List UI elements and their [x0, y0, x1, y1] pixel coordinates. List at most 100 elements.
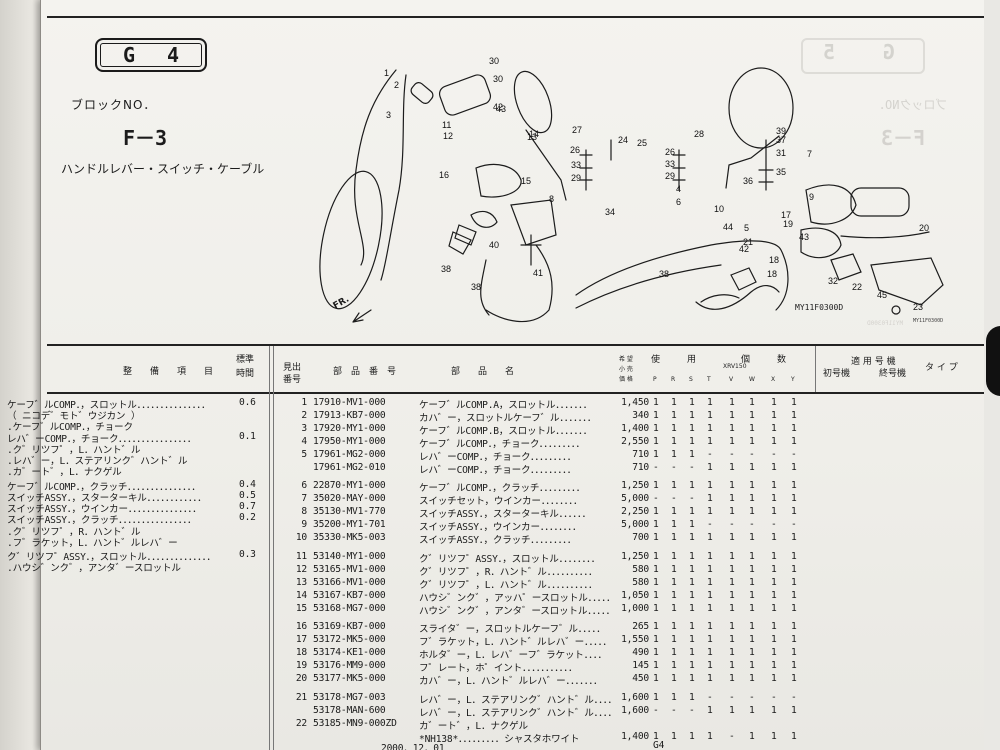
- part-qty-p: 1: [653, 448, 659, 460]
- part-qty-p: 1: [653, 435, 659, 447]
- work-item-time: 0.3: [239, 549, 256, 561]
- part-qty-y: 1: [791, 647, 797, 659]
- part-price: 145: [632, 660, 649, 672]
- part-price: 1,600: [621, 704, 649, 716]
- part-qty-t: 1: [707, 422, 713, 434]
- part-qty-w: 1: [749, 422, 755, 434]
- part-price: 1,250: [621, 480, 649, 492]
- part-qty-y: 1: [791, 576, 797, 588]
- part-qty-t: 1: [707, 563, 713, 575]
- part-qty-v: 1: [729, 673, 735, 684]
- part-name: ク゛リツフ゜，L．ハント゛ル．．．．．．．．．．: [419, 579, 598, 591]
- part-qty-r: 1: [671, 673, 677, 684]
- part-qty-w: 1: [749, 435, 755, 447]
- callout-33: 33: [665, 159, 675, 169]
- part-name: フ゛ラケット，L．ハント゛ルレハ゛ー．．．．．: [419, 637, 612, 649]
- callout-1: 1: [384, 68, 389, 78]
- part-qty-r: 1: [671, 563, 677, 575]
- drawing-code-small: MY11F0300D: [913, 318, 944, 324]
- part-qty-p: 1: [653, 409, 659, 421]
- part-qty-x: 1: [771, 550, 777, 562]
- throttle-cable-a-drawing: [354, 69, 397, 266]
- type-header: タ イ プ: [925, 363, 958, 373]
- callout-38: 38: [471, 282, 481, 292]
- part-qty-r: 1: [671, 519, 677, 531]
- callout-28: 28: [694, 129, 704, 139]
- callout-6: 6: [676, 197, 681, 207]
- part-qty-p: 1: [653, 691, 659, 703]
- part-qty-t: 1: [707, 621, 713, 633]
- part-name: スライタ゛ー，スロットルケーフ゛ル．．．．．: [419, 624, 606, 636]
- part-qty-v: 1: [729, 461, 735, 473]
- part-qty-s: 1: [689, 422, 695, 434]
- part-qty-y: 1: [791, 634, 797, 646]
- part-qty-w: 1: [749, 660, 755, 672]
- part-qty-p: -: [653, 704, 659, 716]
- part-ref-number: 7: [301, 493, 307, 505]
- part-qty-t: 1: [707, 589, 713, 601]
- fig-no-header-1: 見出: [283, 363, 302, 373]
- part-qty-s: 1: [689, 550, 695, 562]
- callout-31: 31: [776, 148, 786, 158]
- callout-24: 24: [618, 135, 628, 145]
- part-qty-v: 1: [729, 647, 735, 659]
- part-number: 17910-MV1-000: [313, 397, 386, 408]
- part-number: 53178-MG7-003: [313, 691, 386, 703]
- throttle-housing-drawing: [475, 163, 522, 198]
- part-qty-p: 1: [653, 480, 659, 492]
- part-qty-w: 1: [749, 506, 755, 518]
- left-lever-drawing: [840, 231, 930, 239]
- part-price: 710: [632, 461, 649, 473]
- part-qty-r: 1: [671, 602, 677, 614]
- callout-19: 19: [783, 219, 793, 229]
- part-qty-s: 1: [689, 409, 695, 421]
- part-number: 53176-MM9-000: [313, 660, 386, 672]
- part-qty-x: 1: [771, 422, 777, 434]
- callout-8: 8: [549, 194, 554, 204]
- part-qty-p: 1: [653, 621, 659, 633]
- part-number: 35130-MV1-770: [313, 506, 386, 518]
- part-qty-v: 1: [729, 506, 735, 518]
- table-header-rule: [47, 392, 987, 394]
- part-qty-s: 1: [689, 448, 695, 460]
- part-qty-v: 1: [729, 589, 735, 601]
- part-name: フ゜レート，ホ゜イント．．．．．．．．．．．: [419, 663, 578, 675]
- part-qty-x: 1: [771, 409, 777, 421]
- part-price: 265: [632, 621, 649, 633]
- part-qty-x: 1: [771, 480, 777, 492]
- part-name: レハ゛ー，L．ステアリンク゛ハント゛ル．．．．: [419, 694, 617, 706]
- work-item-text: .レハ゛ー，L．ステアリンク゛ハント゛ル: [7, 456, 188, 467]
- fig-no-header-2: 番号: [283, 375, 302, 385]
- starter-switch-drawing: [510, 199, 557, 246]
- work-item-text: .ケーフ゛ルCOMP．，チョーク: [7, 422, 133, 434]
- collar-column-drawing: [672, 149, 686, 191]
- part-qty-v: 1: [729, 550, 735, 562]
- part-name: ク゛リツフ゜ASSY．，スロットル．．．．．．．．: [419, 553, 601, 565]
- part-qty-y: 1: [791, 480, 797, 492]
- callout-36: 36: [743, 176, 753, 186]
- part-qty-t: -: [707, 519, 713, 531]
- part-qty-r: 1: [671, 730, 677, 742]
- part-qty-r: -: [671, 704, 677, 716]
- part-name: ク゛リツフ゜，R．ハント゛ル．．．．．．．．．．: [419, 566, 598, 578]
- part-number: 22870-MY1-000: [313, 480, 386, 492]
- part-qty-y: 1: [791, 506, 797, 518]
- callout-38: 38: [659, 269, 669, 279]
- starter-switch-wire-drawing: [485, 244, 553, 323]
- bolt-column-drawing: [758, 139, 774, 191]
- part-ref-number: 1: [301, 397, 307, 408]
- part-qty-x: 1: [771, 647, 777, 659]
- part-qty-y: 1: [791, 532, 797, 543]
- part-qty-r: -: [671, 493, 677, 505]
- part-qty-t: -: [707, 448, 713, 460]
- left-lever-bracket-drawing: [805, 184, 857, 225]
- price-header-3: 価 格: [619, 376, 633, 383]
- part-ref-number: 14: [295, 589, 307, 601]
- part-name: *NH138*．．．．．．．．．シャスタホワイト: [419, 733, 580, 745]
- callout-38: 38: [441, 264, 451, 274]
- part-qty-s: 1: [689, 634, 695, 646]
- part-ref-number: 3: [301, 422, 307, 434]
- use-header: 使 用: [651, 355, 697, 365]
- part-ref-number: 8: [301, 506, 307, 518]
- part-qty-p: 1: [653, 660, 659, 672]
